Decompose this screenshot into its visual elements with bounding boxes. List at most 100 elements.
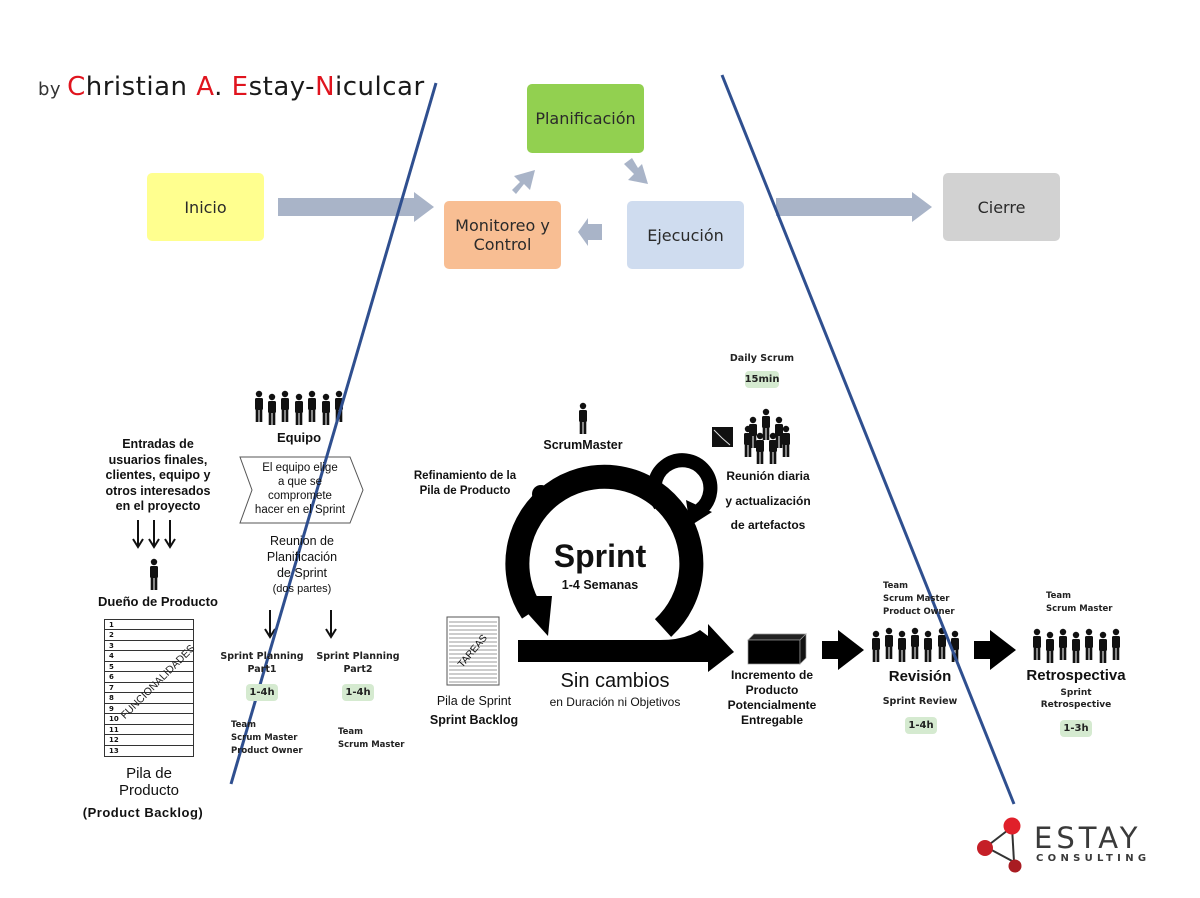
sprint-title: Sprint bbox=[553, 538, 647, 574]
planning-part2-title: Sprint Planning Part2 bbox=[316, 650, 400, 676]
planning-part1-line2: Part1 bbox=[247, 664, 277, 675]
attendee: Team bbox=[338, 727, 364, 737]
phase-cierre: Cierre bbox=[943, 173, 1060, 241]
input-arrows bbox=[132, 520, 337, 639]
inputs-line: en el proyecto bbox=[115, 499, 201, 513]
phase-ejecucion: Ejecución bbox=[627, 201, 744, 269]
team-choice-shape bbox=[239, 456, 364, 524]
arrow-planificacion-to-ejecucion bbox=[624, 158, 648, 184]
sprint-backlog-sheet bbox=[446, 616, 500, 686]
author-name-part: . bbox=[214, 72, 232, 102]
daily-scrum-duration: 15min bbox=[745, 371, 779, 388]
arrow-ejecucion-to-monitoreo bbox=[578, 218, 602, 246]
daily-scrum-label: Daily Scrum bbox=[729, 353, 795, 364]
backlog-row: 3 bbox=[105, 641, 193, 652]
increment-label: Incremento de Producto Potencialmente En… bbox=[712, 668, 832, 728]
backlog-row: 8 bbox=[105, 693, 193, 704]
team-choice-line: a que se bbox=[277, 476, 323, 488]
planning-meeting-line: (dos partes) bbox=[272, 583, 332, 595]
attendee: Team bbox=[883, 581, 909, 591]
planning-part1-title: Sprint Planning Part1 bbox=[220, 650, 304, 676]
retrospective-duration: 1-3h bbox=[1060, 720, 1092, 737]
daily-scrum-line: de artefactos bbox=[730, 518, 806, 532]
refinement-line1: Refinamiento de la bbox=[413, 470, 517, 482]
attendee: Scrum Master bbox=[1046, 604, 1113, 614]
arrow-monitoreo-to-planificacion bbox=[512, 170, 535, 194]
retrospective-group-icon bbox=[1033, 628, 1120, 663]
phase-ejecucion-label: Ejecución bbox=[647, 225, 724, 245]
refinement-line2: Pila de Producto bbox=[419, 485, 511, 497]
backlog-row: 6 bbox=[105, 672, 193, 683]
phase-planificacion-label: Planificación bbox=[535, 109, 636, 128]
backlog-row: 4 bbox=[105, 651, 193, 662]
daily-scrum-group-icon bbox=[744, 408, 790, 464]
retrospective-subtitle-line2: Retrospective bbox=[1040, 700, 1112, 710]
backlog-row: 10 bbox=[105, 714, 193, 725]
no-changes-subtitle: en Duración ni Objetivos bbox=[549, 695, 681, 709]
backlog-row: 13 bbox=[109, 746, 119, 755]
increment-line: Incremento de bbox=[730, 668, 814, 682]
attendee: Product Owner bbox=[883, 607, 955, 617]
author-prefix: by bbox=[38, 79, 62, 100]
increment-line: Entregable bbox=[740, 713, 803, 727]
increment-box-icon bbox=[747, 633, 807, 665]
attendee: Team bbox=[1046, 591, 1072, 601]
logo-name: ESTAY bbox=[1034, 821, 1142, 855]
phase-inicio-label: Inicio bbox=[184, 197, 227, 217]
sprint-duration: 1-4 Semanas bbox=[561, 578, 639, 592]
backlog-row: 2 bbox=[105, 630, 193, 641]
retrospective-subtitle-line1: Sprint bbox=[1060, 688, 1092, 698]
phase-monitoreo-line1: Monitoreo y bbox=[455, 216, 550, 235]
retrospective-title: Retrospectiva bbox=[1026, 667, 1126, 684]
estay-logo: ESTAY CONSULTING bbox=[1034, 823, 1150, 864]
inputs-line: Entradas de bbox=[122, 437, 194, 451]
backlog-row: 7 bbox=[105, 683, 193, 694]
no-changes-title: Sin cambios bbox=[560, 670, 670, 692]
attendee: Scrum Master bbox=[338, 740, 405, 750]
planning-meeting-line: Reunion de bbox=[270, 534, 334, 548]
planning-meeting-text: Reunion de Planificación de Sprint (dos … bbox=[250, 533, 354, 597]
attendee: Team bbox=[231, 720, 257, 730]
team-choice-text: El equipo elige a que se compromete hace… bbox=[245, 461, 355, 517]
backlog-row: 11 bbox=[105, 725, 193, 736]
logo-tagline: CONSULTING bbox=[1036, 853, 1151, 864]
sprint-cycle bbox=[505, 453, 734, 672]
daily-scrum-description: Reunión diaria y actualización de artefa… bbox=[716, 464, 820, 538]
arrow-review-to-retro bbox=[974, 630, 1016, 670]
author-name-part: iculcar bbox=[335, 72, 425, 102]
planning-part1-duration: 1-4h bbox=[246, 684, 278, 701]
inputs-line: otros interesados bbox=[105, 483, 211, 498]
planning-part1-line1: Sprint Planning bbox=[220, 651, 304, 662]
sprint-backlog-line1: Pila de Sprint bbox=[436, 694, 512, 708]
planning-part2-duration: 1-4h bbox=[342, 684, 374, 701]
backlog-row: 5 bbox=[105, 662, 193, 673]
author-name-part: stay- bbox=[248, 72, 316, 102]
sprint-backlog-line2: Sprint Backlog bbox=[429, 713, 519, 727]
backlog-row: 9 bbox=[105, 704, 193, 715]
author-name-part: N bbox=[315, 72, 336, 102]
author-name-part: E bbox=[231, 72, 249, 102]
attendee: Scrum Master bbox=[883, 594, 950, 604]
planning-part2-line1: Sprint Planning bbox=[316, 651, 400, 662]
scrum-master-label: ScrumMaster bbox=[543, 438, 623, 452]
stakeholder-inputs: Entradas de usuarios finales, clientes, … bbox=[88, 437, 228, 515]
arrow-increment-to-review bbox=[822, 630, 864, 670]
product-owner-label: Dueño de Producto bbox=[98, 594, 218, 609]
product-backlog-title-line1: Pila de bbox=[126, 765, 172, 782]
author-name-part: A bbox=[196, 72, 215, 102]
phase-monitoreo-line2: Control bbox=[473, 235, 532, 254]
backlog-row: 12 bbox=[105, 735, 193, 746]
divider-line-left bbox=[229, 82, 438, 785]
author-name-part: C bbox=[67, 72, 86, 102]
increment-line: Producto bbox=[745, 683, 799, 697]
product-backlog-title: Pila de Producto bbox=[96, 765, 202, 799]
product-owner-icon bbox=[150, 558, 158, 590]
author-name-part: hristian bbox=[85, 72, 197, 102]
planning-part2-line2: Part2 bbox=[343, 664, 373, 675]
daily-scrum-line: Reunión diaria bbox=[726, 469, 810, 483]
arrow-inicio-to-monitoreo bbox=[278, 192, 434, 222]
phase-planificacion: Planificación bbox=[527, 84, 644, 153]
planning-part1-attendees: Team Scrum Master Product Owner bbox=[231, 719, 303, 758]
